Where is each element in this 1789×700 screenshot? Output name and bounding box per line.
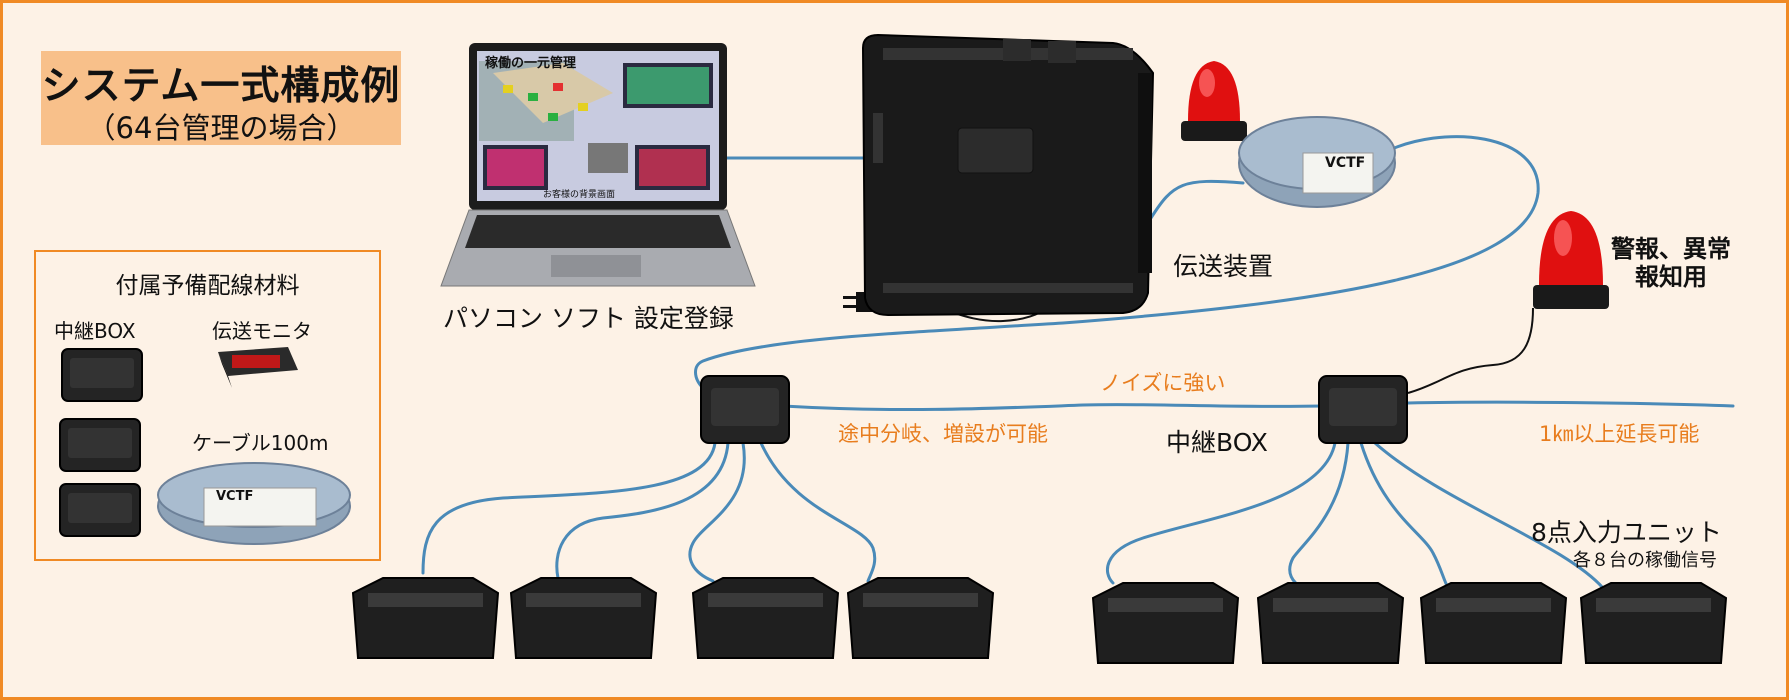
cable-branch-r1 — [1105, 441, 1337, 585]
cable-backbone — [781, 403, 1325, 412]
transmitter-label: 伝送装置 — [1173, 252, 1274, 281]
accessory-cable-label: ケーブル100m — [192, 431, 329, 455]
accessories-box: 付属予備配線材料 中継BOX 伝送モニタ ケーブル100m — [34, 250, 381, 561]
input-unit-case-icon — [1579, 582, 1728, 664]
cable-transmitter-reel — [1149, 179, 1245, 220]
cable-main-loop — [694, 135, 1540, 390]
cable-reel-icon — [1238, 116, 1396, 208]
cable-branch-l4 — [759, 441, 877, 583]
spare-relay-box-icon — [59, 418, 141, 472]
title-box: システム一式構成例 （64台管理の場合） — [41, 51, 401, 145]
relay-box-label: 中継BOX — [1166, 428, 1268, 457]
cable-branch-l1 — [421, 441, 717, 575]
cable-branch-l3 — [688, 441, 746, 583]
extension-label: 1㎞以上延長可能 — [1539, 422, 1700, 446]
diagram-canvas — [351, 33, 1735, 664]
accessory-relay-box-label: 中継BOX — [54, 319, 136, 343]
cable-branch-r2 — [1288, 441, 1350, 590]
transmitter-case-icon — [861, 33, 1155, 317]
laptop-screen-caption: お客様の背景画面 — [543, 190, 616, 200]
input-unit-cases — [351, 577, 1728, 664]
relay-box-left-icon — [700, 375, 790, 444]
page-title: システム一式構成例 — [41, 64, 401, 109]
spare-cable-reel-icon — [157, 462, 351, 545]
cable-branch-l2 — [555, 441, 730, 580]
alarm-label: 警報、異常 報知用 — [1611, 235, 1731, 291]
accessories-canvas — [59, 347, 351, 545]
cable-lines — [421, 135, 1735, 590]
input-unit-case-icon — [846, 577, 995, 659]
input-unit-sub-label: 各８台の稼働信号 — [1573, 550, 1717, 571]
spare-relay-box-icon — [61, 348, 143, 402]
transmission-monitor-icon — [218, 347, 298, 388]
spare-relay-box-icon — [59, 483, 141, 537]
alarm-label-line1: 警報、異常 — [1611, 235, 1731, 263]
cable-extension — [1406, 400, 1735, 408]
branch-label: 途中分岐、増設が可能 — [838, 422, 1048, 446]
input-unit-case-icon — [691, 577, 840, 659]
input-unit-case-icon — [1419, 582, 1568, 664]
alarm-lamp-small-icon — [1181, 61, 1247, 141]
accessories-heading: 付属予備配線材料 — [115, 273, 300, 299]
input-unit-case-icon — [1256, 582, 1405, 664]
alarm-label-line2: 報知用 — [1635, 263, 1707, 291]
page-subtitle: （64台管理の場合） — [86, 111, 356, 145]
alarm-cable — [1407, 307, 1534, 394]
input-unit-case-icon — [351, 577, 500, 659]
input-unit-case-icon — [1091, 582, 1240, 664]
input-unit-label: 8点入力ユニット — [1531, 518, 1722, 547]
cable-reel-brand: VCTF — [1325, 155, 1366, 171]
input-unit-case-icon — [509, 577, 658, 659]
relay-box-right-icon — [1318, 375, 1408, 444]
cable-branch-r3 — [1359, 441, 1450, 590]
noise-resistant-label: ノイズに強い — [1100, 371, 1226, 395]
laptop-label: パソコン ソフト 設定登録 — [443, 304, 734, 333]
laptop-icon — [440, 43, 756, 287]
laptop-screen-title: 稼働の一元管理 — [485, 56, 577, 71]
cable-branch-r4 — [1373, 441, 1605, 590]
spare-cable-brand: VCTF — [216, 489, 254, 504]
alarm-lamp-large-icon — [1533, 211, 1609, 309]
accessory-monitor-label: 伝送モニタ — [212, 319, 312, 343]
